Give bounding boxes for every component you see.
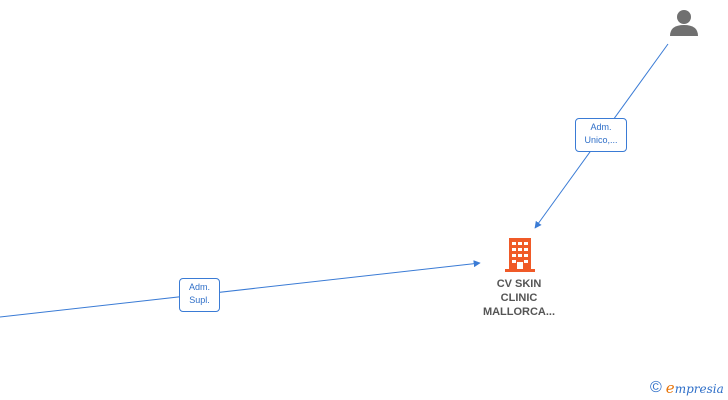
copyright-icon: © xyxy=(650,379,662,396)
logo-initial: e xyxy=(665,379,675,397)
logo-rest: mpresia xyxy=(674,382,724,396)
edge-label-adm-unico[interactable]: Adm. Unico,... xyxy=(575,118,627,152)
building-icon[interactable] xyxy=(505,238,535,272)
company-name-line: CV SKIN xyxy=(496,278,542,290)
company-name-line: CLINIC xyxy=(500,292,538,304)
edge-label-line: Adm. xyxy=(188,282,210,292)
person-icon[interactable] xyxy=(670,10,698,36)
edge-left-to-company[interactable] xyxy=(0,260,481,318)
edge-label-line: Supl. xyxy=(189,295,210,305)
company-name[interactable]: CV SKIN CLINIC MALLORCA... xyxy=(462,277,576,319)
edge-label-adm-supl[interactable]: Adm. Supl. xyxy=(179,278,220,312)
brand-watermark: © empresia xyxy=(650,379,724,397)
edge-label-line: Unico,... xyxy=(584,135,618,145)
company-name-line: MALLORCA... xyxy=(482,306,556,318)
edge-label-line: Adm. xyxy=(590,122,612,132)
brand-logo: empresia xyxy=(666,379,724,397)
